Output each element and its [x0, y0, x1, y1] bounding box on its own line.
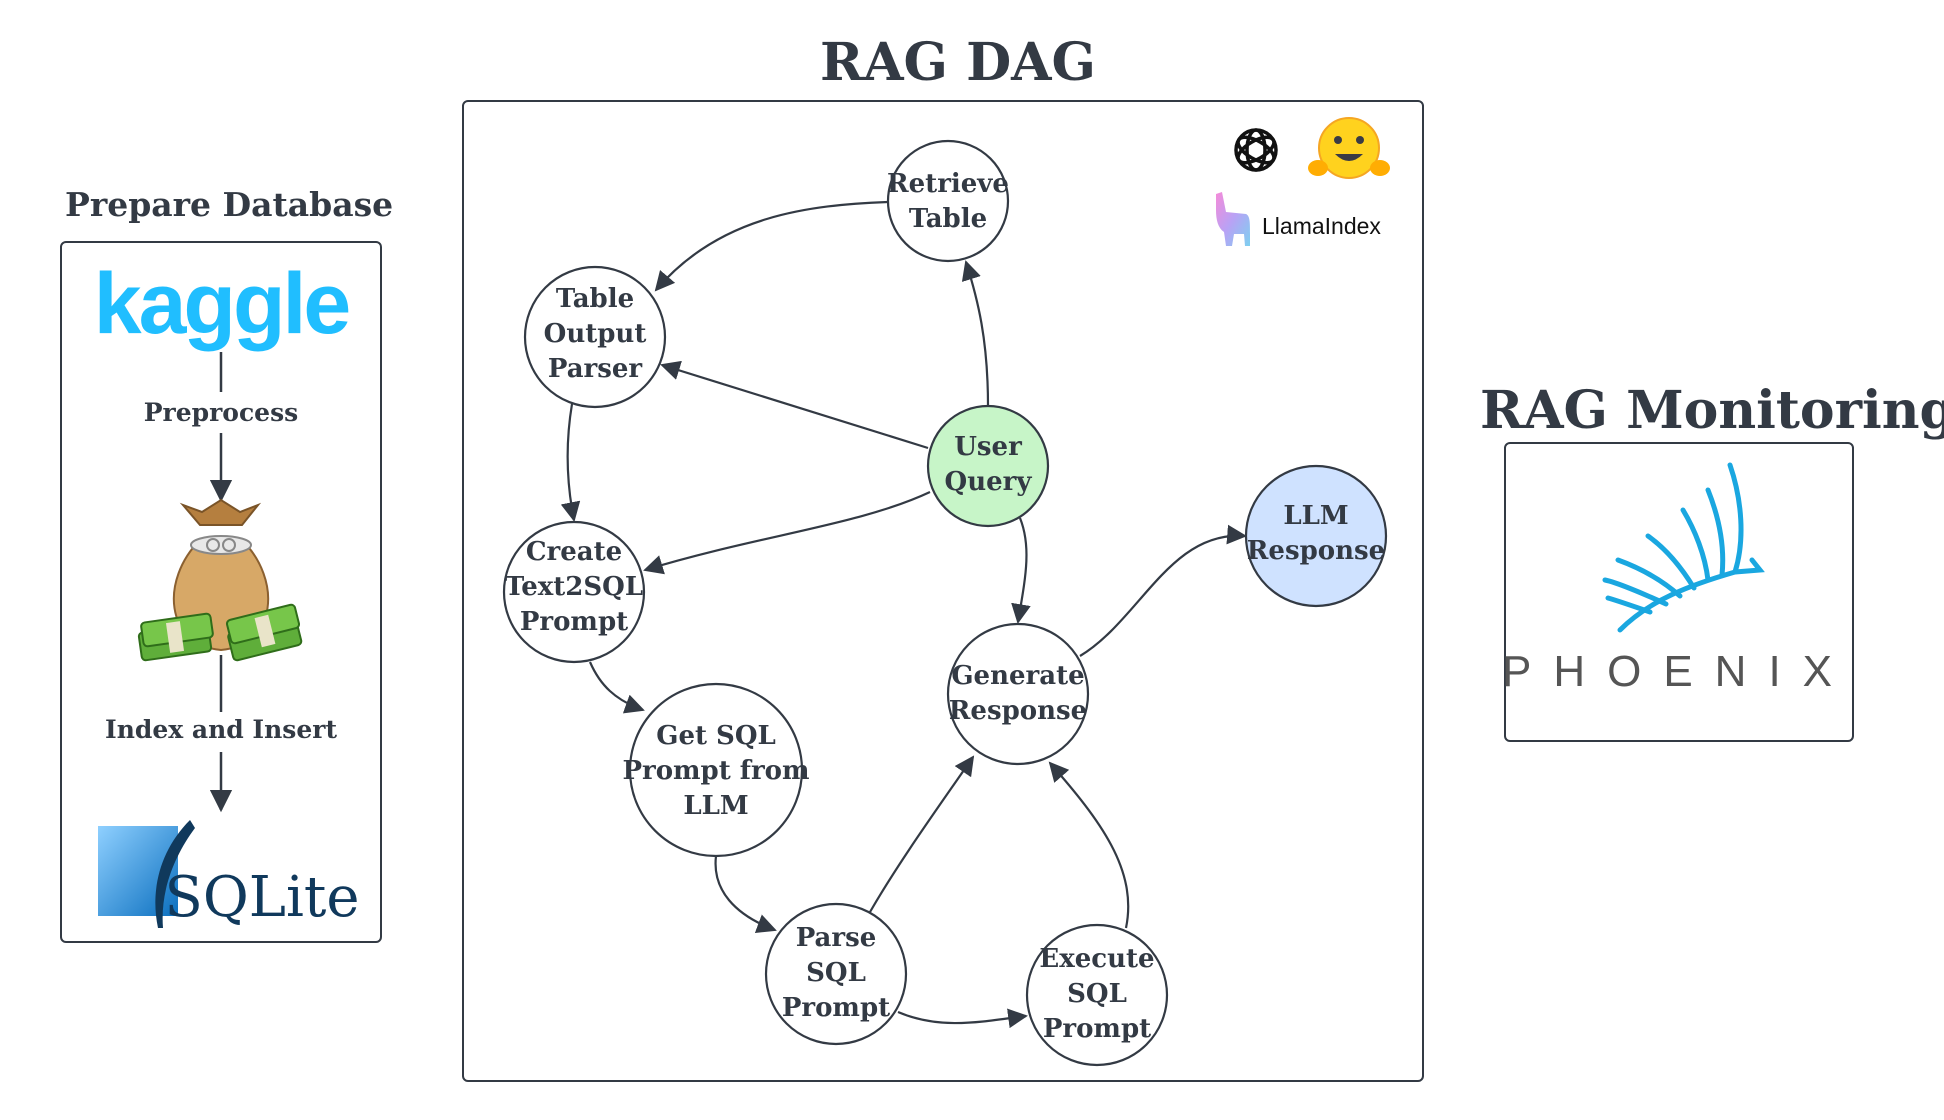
edge-parse-sql-to-generate [869, 755, 975, 913]
node-label-line: Table [556, 284, 634, 314]
node-table-output-parser: Table Output Parser [523, 265, 667, 409]
openai-icon [1234, 128, 1278, 172]
node-label-line: Execute [1039, 944, 1154, 974]
node-label-line: Parser [548, 354, 643, 384]
node-parse-sql-prompt: Parse SQL Prompt [764, 902, 908, 1046]
edge-user-query-to-create-prompt [643, 491, 931, 575]
edge-parse-sql-to-execute-sql [897, 1008, 1028, 1029]
node-label-line: LLM [683, 791, 748, 821]
edge-generate-to-llm-response [1079, 524, 1247, 657]
edge-user-query-to-retrieve [961, 260, 990, 407]
edge-get-sql-to-parse-sql [714, 855, 777, 934]
node-label-line: Create [526, 537, 622, 567]
node-label-line: Text2SQL [505, 572, 643, 602]
node-label-line: Table [909, 204, 987, 234]
edge-execute-sql-to-generate [1048, 761, 1130, 929]
hugging-face-icon [1308, 117, 1390, 179]
node-label-line: Prompt [782, 993, 890, 1023]
node-label-line: SQL [1067, 979, 1127, 1009]
node-llm-response: LLM Response [1244, 464, 1388, 608]
preprocess-label: Preprocess [144, 398, 298, 427]
node-label-line: Prompt from [622, 756, 809, 786]
node-label-line: Output [544, 319, 647, 349]
phoenix-bird-icon [1602, 462, 1765, 633]
node-label-line: LLM [1283, 501, 1348, 531]
node-execute-sql-prompt: Execute SQL Prompt [1025, 923, 1169, 1067]
kaggle-logo: kaggle [94, 256, 349, 352]
sqlite-logo-text: SQLite [164, 865, 359, 930]
index-insert-label: Index and Insert [105, 715, 337, 744]
rag-monitoring-title: RAG Monitoring [1480, 380, 1944, 441]
node-retrieve-table: Retrieve Table [886, 139, 1010, 263]
sqlite-feather-icon [98, 820, 195, 928]
node-get-sql-prompt: Get SQL Prompt from LLM [622, 682, 810, 858]
prepare-database-title: Prepare Database [65, 185, 394, 224]
edge-user-query-to-table-parser [660, 360, 929, 450]
node-create-text2sql-prompt: Create Text2SQL Prompt [502, 520, 646, 664]
node-label-line: Get SQL [656, 721, 776, 751]
node-user-query: User Query [926, 404, 1050, 528]
node-label-line: Query [945, 467, 1033, 497]
llama-icon [1216, 192, 1250, 246]
node-label-line: SQL [806, 958, 866, 988]
edge-retrieve-to-table-parser [654, 200, 889, 292]
rag-dag-title: RAG DAG [820, 32, 1096, 93]
llamaindex-label: LlamaIndex [1262, 213, 1381, 239]
node-label-line: Prompt [520, 607, 628, 637]
money-bag-icon [137, 498, 303, 662]
dag-edges [560, 200, 1247, 1029]
phoenix-label: PHOENIX [1502, 647, 1854, 696]
edge-table-parser-to-create-prompt [560, 403, 581, 522]
node-label-line: Response [949, 696, 1087, 726]
node-label-line: Response [1247, 536, 1385, 566]
node-label-line: Retrieve [887, 169, 1009, 199]
edge-create-prompt-to-get-sql [588, 661, 645, 714]
node-label-line: Prompt [1043, 1014, 1151, 1044]
node-label-line: User [954, 432, 1022, 462]
node-label-line: Generate [951, 661, 1084, 691]
edge-user-query-to-generate [1011, 517, 1031, 624]
node-label-line: Parse [796, 923, 877, 953]
node-generate-response: Generate Response [946, 622, 1090, 766]
